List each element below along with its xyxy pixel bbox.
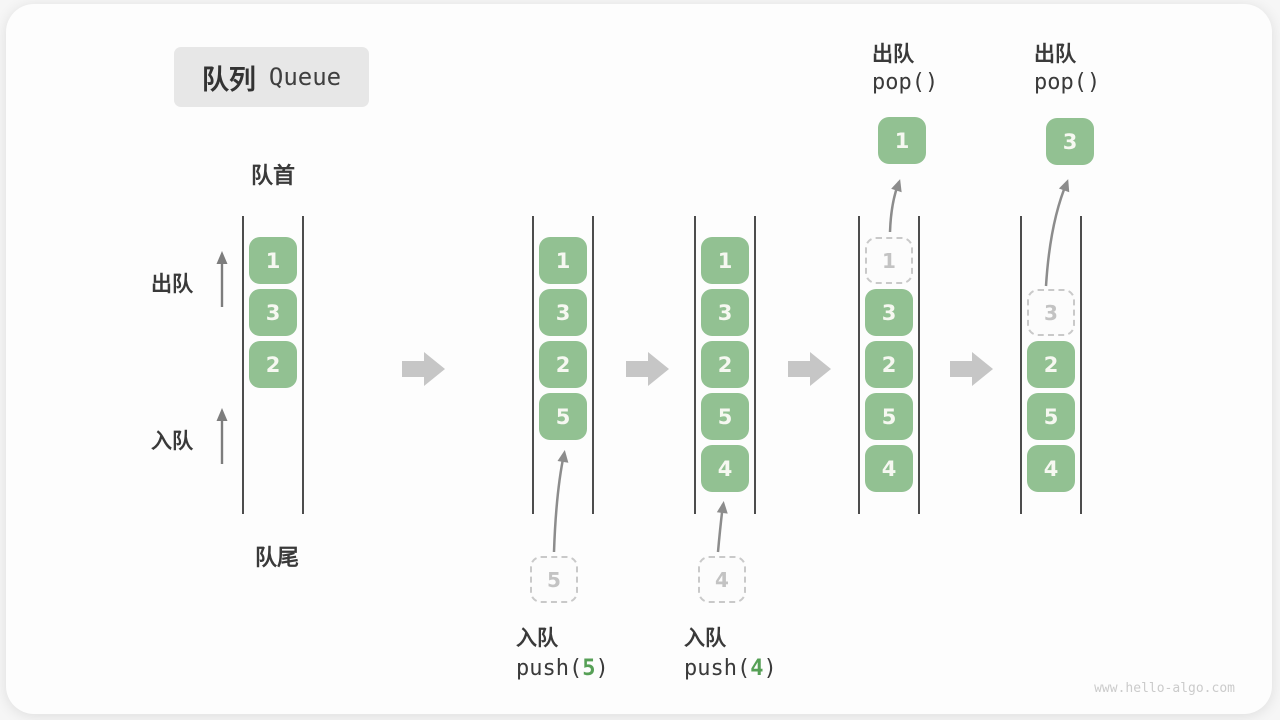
- enqueue-op-label: 入队: [516, 627, 558, 650]
- removed-value-cell: 1: [865, 237, 913, 284]
- code-close: ): [763, 656, 777, 681]
- enqueue-side-label: 入队: [151, 430, 193, 453]
- queue-cell: 3: [539, 289, 587, 336]
- popped-value-cell: 1: [878, 117, 926, 164]
- queue-cell: 2: [539, 341, 587, 388]
- code-arg: 5: [582, 656, 596, 681]
- queue-cell: 5: [1027, 393, 1075, 440]
- queue-cell: 5: [865, 393, 913, 440]
- queue-cell: 2: [249, 341, 297, 388]
- queue-cell: 1: [539, 237, 587, 284]
- stage-transition-arrow-icon: [402, 352, 445, 386]
- queue-cell: 4: [1027, 445, 1075, 492]
- queue-channel: [694, 216, 756, 514]
- queue-cell: 3: [865, 289, 913, 336]
- dequeue-op-label: 出队: [872, 43, 914, 66]
- removed-value-cell: 3: [1027, 289, 1075, 336]
- queue-channel: [532, 216, 594, 514]
- queue-cell: 2: [865, 341, 913, 388]
- dequeue-motion-arrow-icon: [1044, 179, 1070, 287]
- watermark: www.hello-algo.com: [1094, 681, 1235, 696]
- code-fn: push(: [516, 656, 583, 681]
- stage-transition-arrow-icon: [950, 352, 993, 386]
- queue-cell: 2: [701, 341, 749, 388]
- queue-channel: [242, 216, 304, 514]
- queue-cell: 1: [249, 237, 297, 284]
- enqueue-motion-arrow-icon: [552, 450, 569, 553]
- queue-cell: 1: [701, 237, 749, 284]
- enqueue-op-label: 入队: [684, 627, 726, 650]
- dequeue-direction-arrow-icon: [216, 251, 228, 307]
- title-en: Queue: [268, 63, 342, 91]
- enqueue-motion-arrow-icon: [716, 501, 728, 553]
- queue-cell: 4: [701, 445, 749, 492]
- queue-cell: 2: [1027, 341, 1075, 388]
- code-close: ): [595, 656, 609, 681]
- stage-transition-arrow-icon: [626, 352, 669, 386]
- dequeue-motion-arrow-icon: [888, 179, 902, 233]
- diagram-canvas: 队列 Queue 队首 队尾 出队 入队 1 3 2 1 3 2 5 5 入队 …: [6, 4, 1272, 714]
- queue-channel: [858, 216, 920, 514]
- enqueue-op-code: push(4): [684, 656, 777, 681]
- stage-transition-arrow-icon: [788, 352, 831, 386]
- enqueue-direction-arrow-icon: [216, 408, 228, 464]
- code-fn: push(: [684, 656, 751, 681]
- queue-cell: 3: [249, 289, 297, 336]
- incoming-value-cell: 5: [530, 556, 578, 603]
- queue-cell: 5: [539, 393, 587, 440]
- queue-channel: [1020, 216, 1082, 514]
- queue-cell: 3: [701, 289, 749, 336]
- queue-tail-label: 队尾: [254, 545, 299, 570]
- queue-cell: 5: [701, 393, 749, 440]
- queue-head-label: 队首: [250, 163, 295, 188]
- enqueue-op-code: push(5): [516, 656, 609, 681]
- dequeue-side-label: 出队: [151, 273, 193, 296]
- dequeue-op-code: pop(): [1034, 70, 1101, 95]
- dequeue-op-code: pop(): [872, 70, 939, 95]
- title-zh: 队列: [201, 64, 256, 95]
- popped-value-cell: 3: [1046, 118, 1094, 165]
- incoming-value-cell: 4: [698, 556, 746, 603]
- dequeue-op-label: 出队: [1034, 43, 1076, 66]
- code-arg: 4: [750, 656, 764, 681]
- queue-cell: 4: [865, 445, 913, 492]
- title-badge: 队列 Queue: [174, 47, 369, 107]
